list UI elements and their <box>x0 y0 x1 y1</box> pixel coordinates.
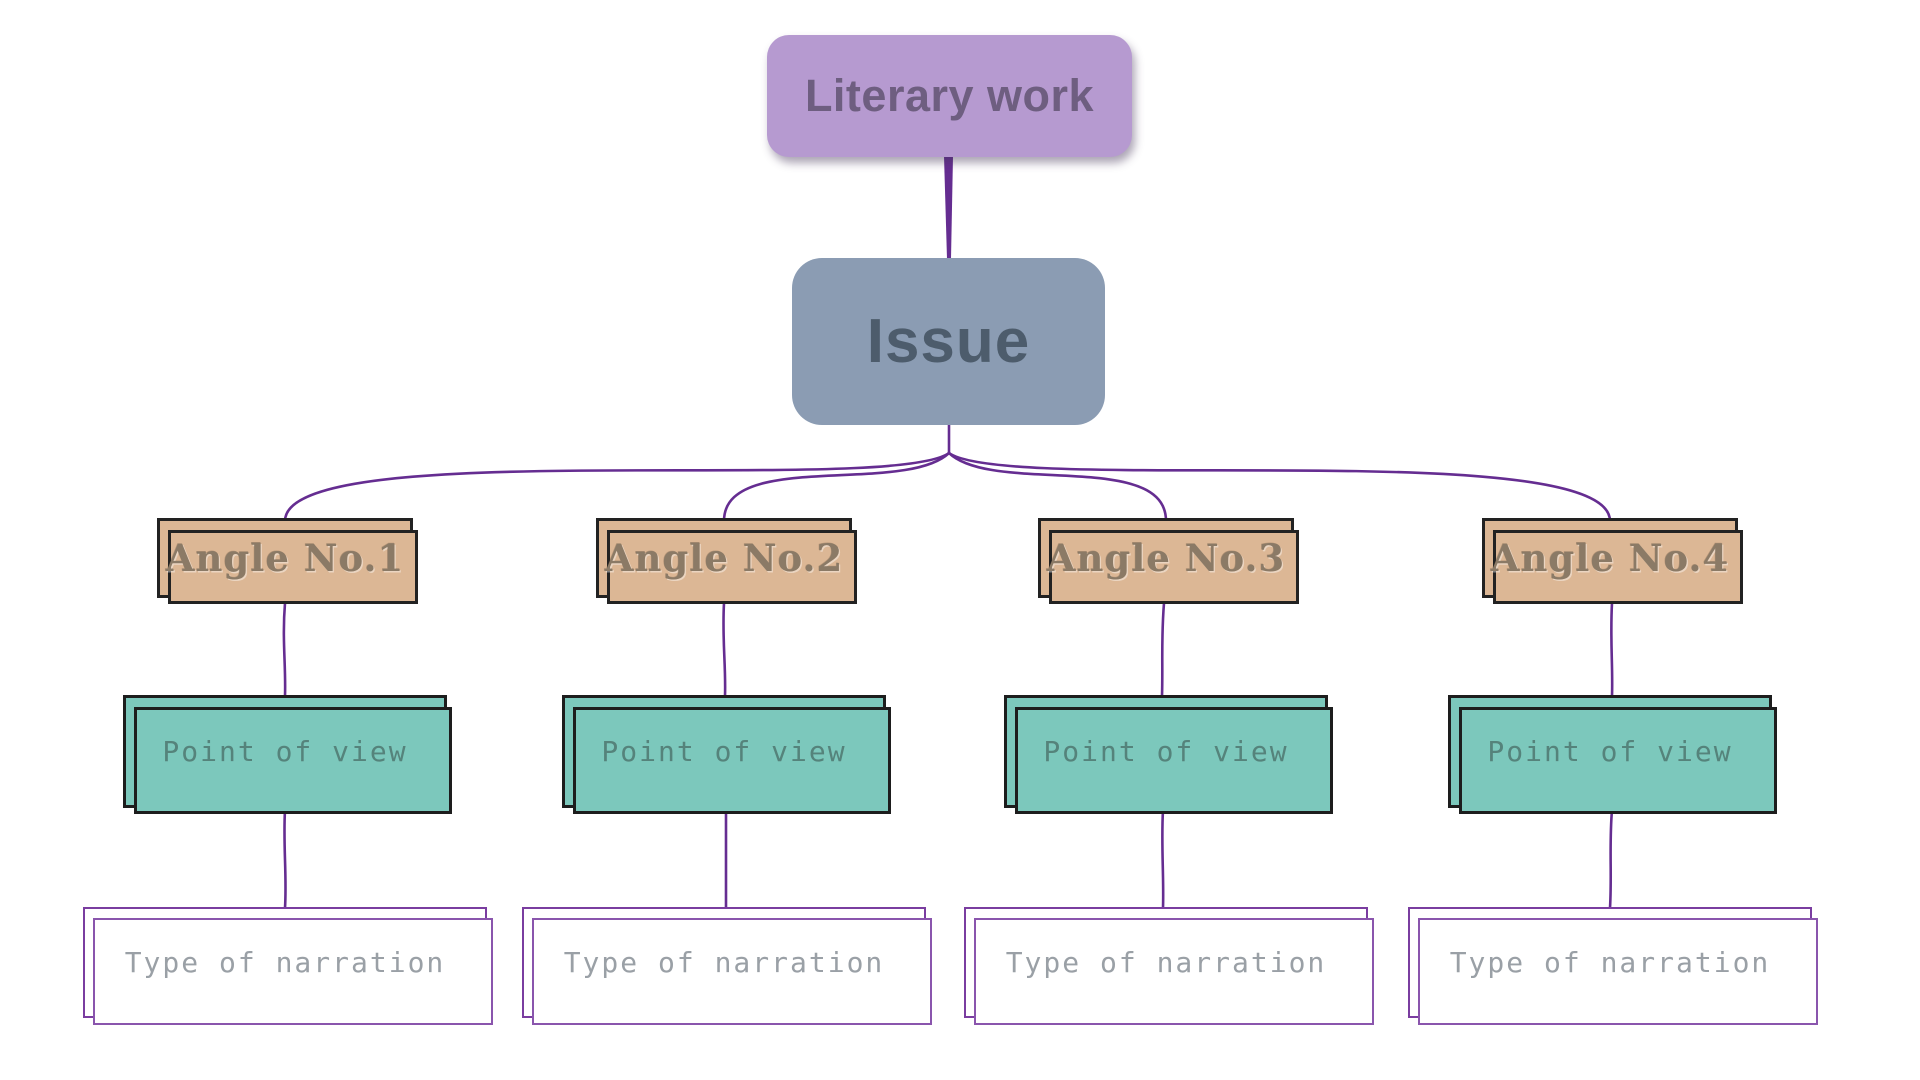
node-issue: Issue <box>792 258 1105 425</box>
node-pov-3: Point of view <box>1004 695 1328 808</box>
node-angle-2-label: Angle No.2 <box>604 536 844 580</box>
node-angle-2: Angle No.2 <box>596 518 852 598</box>
node-angle-1: Angle No.1 <box>157 518 413 598</box>
connector-pov-to-narration-4 <box>1608 808 1614 910</box>
connector-angle-to-pov-1 <box>282 601 287 698</box>
node-narration-4: Type of narration <box>1408 907 1812 1018</box>
connector-issue-to-angle-1 <box>283 451 951 523</box>
connector-issue-to-angle-4 <box>947 451 1612 523</box>
node-narration-2-label: Type of narration <box>563 946 885 979</box>
node-pov-3-label: Point of view <box>1043 735 1289 768</box>
connector-pov-to-narration-3 <box>1161 808 1165 910</box>
node-literary-work: Literary work <box>767 35 1132 157</box>
node-narration-1: Type of narration <box>83 907 487 1018</box>
node-issue-label: Issue <box>866 307 1031 376</box>
node-narration-4-label: Type of narration <box>1449 946 1771 979</box>
node-angle-1-label: Angle No.1 <box>165 536 405 580</box>
node-pov-4-label: Point of view <box>1487 735 1733 768</box>
connector-root-to-issue <box>944 156 953 259</box>
node-angle-4-label: Angle No.4 <box>1490 536 1730 580</box>
node-narration-3: Type of narration <box>964 907 1368 1018</box>
connector-angle-to-pov-4 <box>1610 601 1614 698</box>
connector-issue-to-angle-3 <box>947 451 1168 523</box>
node-pov-1: Point of view <box>123 695 447 808</box>
node-pov-1-label: Point of view <box>162 735 408 768</box>
connector-angle-to-pov-2 <box>722 601 727 698</box>
connector-angle-to-pov-3 <box>1160 601 1166 698</box>
node-angle-4: Angle No.4 <box>1482 518 1738 598</box>
connector-pov-to-narration-1 <box>283 808 287 910</box>
node-narration-2: Type of narration <box>522 907 926 1018</box>
node-narration-1-label: Type of narration <box>124 946 446 979</box>
node-angle-3: Angle No.3 <box>1038 518 1294 598</box>
node-pov-2-label: Point of view <box>601 735 847 768</box>
connector-issue-to-angle-2 <box>722 451 951 523</box>
node-angle-3-label: Angle No.3 <box>1046 536 1286 580</box>
node-narration-3-label: Type of narration <box>1005 946 1327 979</box>
node-pov-4: Point of view <box>1448 695 1772 808</box>
node-literary-work-label: Literary work <box>804 70 1095 121</box>
node-pov-2: Point of view <box>562 695 886 808</box>
